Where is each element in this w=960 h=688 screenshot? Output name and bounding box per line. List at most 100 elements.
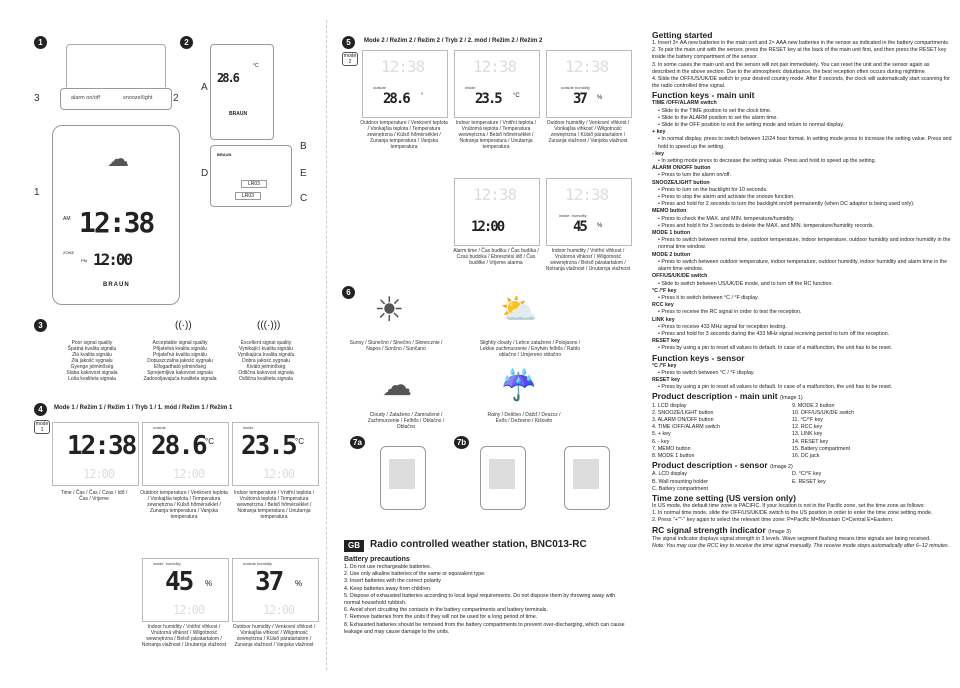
battery-item: 4. Keep batteries away from children.	[344, 585, 432, 592]
rc-title: RC signal strength indicator	[652, 524, 766, 535]
pd-main-heading: Product description - main unit (Image 1…	[652, 391, 952, 402]
fk-item-heading: MODE 1 button	[652, 230, 691, 237]
pd-list-item: E. RESET key	[792, 478, 826, 485]
m2-inside-label: inside	[465, 85, 476, 90]
marker-D: D	[201, 168, 209, 179]
text-column: Getting started 1. Insert 3× AA new batt…	[652, 30, 952, 550]
m1-time-sub: 12:00	[83, 467, 115, 481]
m1-inside-label: inside	[243, 425, 254, 430]
main-sub-time: 12:00	[93, 250, 133, 269]
marker-4: 4	[34, 403, 47, 416]
fk-item-heading: SNOOZE/LIGHT button	[652, 179, 710, 186]
sensor-front: 28.6 °C BRAUN	[210, 44, 274, 140]
fk-item-bullet: • Press to switch between °C / °F displa…	[658, 369, 755, 376]
m1-outside-sub: 12:00	[173, 467, 205, 481]
gs-item: 2. To pair the main unit with the sensor…	[652, 47, 947, 61]
signal-poor-label: Poor signal quality Špatná kvalita signá…	[66, 340, 118, 382]
rc-text: The signal indicator displays signal str…	[652, 535, 931, 542]
weather-cloudy-label: Cloudy / Zataženo / Zamračené / Zachmurz…	[367, 412, 445, 430]
fk-main-heading: Function keys - main unit	[652, 90, 755, 101]
m1-inside-unit: °C	[295, 437, 304, 446]
fk-item-bullet: • Press to receive the RC signal in orde…	[658, 309, 802, 316]
m2-outhum-value: 37	[573, 91, 588, 107]
fk-main-list: TIME /OFF/ALARM switch• Slide to the TIM…	[652, 100, 952, 352]
fk-item-bullet: • Press to check the MAX. and MIN. tempe…	[658, 215, 795, 222]
weather-slightly-cloudy-label: Slightly cloudy / Lehce zataženo / Poloj…	[479, 340, 581, 358]
m1-outside-unit: °C	[205, 437, 214, 446]
marker-7b: 7b	[454, 436, 469, 449]
fk-item-bullet: • Slide to the OFF position to exit the …	[658, 122, 845, 129]
pd-list-item: 13. LINK key	[792, 431, 823, 438]
pd-sensor-img: (Image 2)	[770, 464, 793, 471]
battery-item: 2. Use only alkaline batteries of the sa…	[344, 571, 486, 578]
m2-ghost-2: 12:38	[473, 57, 517, 76]
m2-inside-value: 23.5	[475, 91, 503, 107]
pd-sensor-heading: Product description - sensor (Image 2)	[652, 460, 952, 471]
m1-outhum-label: outside humidity	[243, 561, 272, 566]
m1-panel-time: 12:38 12:00	[52, 422, 139, 486]
m2-inhum-caption: Indoor humidity / Vnitřní vlhkost / Vnút…	[545, 248, 631, 272]
fk-item-bullet: • Press by using a pin to reset all valu…	[658, 384, 893, 391]
marker-1: 1	[34, 36, 47, 49]
rainy-icon: ☔	[500, 369, 538, 402]
sensor-7b2-screen	[573, 459, 599, 489]
m2-outside-value: 28.6	[383, 91, 411, 107]
tz-item: 2. Press "+""-" key again to select the …	[652, 517, 894, 524]
battery-item: 1. Do not use rechargeable batteries.	[344, 564, 432, 570]
fk-item-bullet: • In normal display, press to switch bet…	[658, 136, 952, 150]
fk-item-heading: RESET key	[652, 376, 680, 383]
fk-item-bullet: • Press to stop the alarm and activate t…	[658, 194, 795, 201]
gs-item: 3. In some cases the main unit and the s…	[652, 61, 930, 75]
sun-icon: ☀	[374, 291, 405, 329]
rc-heading: RC signal strength indicator (Image 3)	[652, 525, 952, 536]
main-am-label: AM	[63, 216, 71, 222]
m1-panel-outdoor-temp: outside 28.6 °C 12:00	[142, 422, 229, 486]
getting-started-heading: Getting started	[652, 30, 713, 40]
m1-inhum-sub: 12:00	[173, 603, 205, 617]
battery-list: 1. Do not use rechargeable batteries. 2.…	[344, 564, 630, 636]
weather-rainy-label: Rainy / Deštivo / Dážď / Deszcz / Esős /…	[487, 412, 561, 424]
m2-panel-indoor-humidity: 12:38 inside humidity 45 %	[546, 178, 632, 246]
m1-panel-indoor-humidity: inside humidity 45 % 12:00	[142, 558, 229, 622]
m1-inside-sub: 12:00	[263, 467, 295, 481]
sensor-display: 28.6	[217, 71, 240, 85]
m2-outhum-unit: %	[597, 95, 603, 101]
pd-list-item: A. LCD display	[652, 471, 688, 478]
pd-list-item: 4. TIME /OFF/ALARM switch	[652, 424, 720, 431]
marker-3b: 3	[34, 319, 47, 332]
sensor-7b-2	[564, 446, 610, 510]
mode1-title: Mode 1 / Režim 1 / Režim 1 / Tryb 1 / 1.…	[54, 405, 233, 411]
m1-inside-value: 23.5	[241, 431, 298, 461]
sensor-7b-1	[480, 446, 526, 510]
pd-list-item: 11. °C/°F key	[792, 416, 823, 423]
fk-item-bullet: • Press to turn on the backlight for 10 …	[658, 186, 768, 193]
fk-item-bullet: • Slide to the ALARM position to set the…	[658, 114, 778, 121]
tz-item: In US mode, the default time zone is PAC…	[652, 502, 925, 509]
fk-item-bullet: • Press and hold for 2 seconds to turn t…	[658, 201, 915, 208]
fk-item-heading: °C /°F key	[652, 287, 677, 294]
sensor-7a-screen	[389, 459, 415, 489]
main-pm: PM	[81, 258, 87, 263]
fk-item-bullet: • Slide to switch between US/UK/DE mode,…	[658, 280, 833, 287]
m2-inside-unit: °C	[513, 93, 520, 99]
sensor-back: BRAUN LR03 LR03	[210, 145, 292, 207]
fk-item-bullet: • Press it to switch between °C / °F dis…	[658, 294, 759, 301]
m2-outhum-caption: Outdoor humidity / Venkovní vlhkost / Vo…	[546, 120, 630, 144]
m1-time-value: 12:38	[67, 431, 137, 461]
fk-item-heading: OFF/US/UK/DE switch	[652, 273, 708, 280]
fk-item-heading: - key	[652, 150, 665, 157]
pd-sensor-title: Product description - sensor	[652, 460, 768, 471]
pd-list-item: 14. RESET key	[792, 438, 829, 445]
battery-item: 5. Dispose of exhausted batteries accord…	[344, 592, 616, 607]
m2-panel-outdoor-temp: 12:38 outside 28.6 °	[362, 50, 448, 118]
rc-img: (Image 3)	[768, 528, 791, 535]
pd-list-item: 1. LCD display	[652, 402, 687, 409]
m1-inhum-label: inside humidity	[153, 561, 181, 566]
fk-item-bullet: • Press by using a pin to reset all valu…	[658, 345, 893, 352]
weather-sunny-label: Sunny / Slunečno / Slnečno / Słonecznie …	[349, 340, 443, 352]
sensor-7b1-screen	[489, 459, 515, 489]
